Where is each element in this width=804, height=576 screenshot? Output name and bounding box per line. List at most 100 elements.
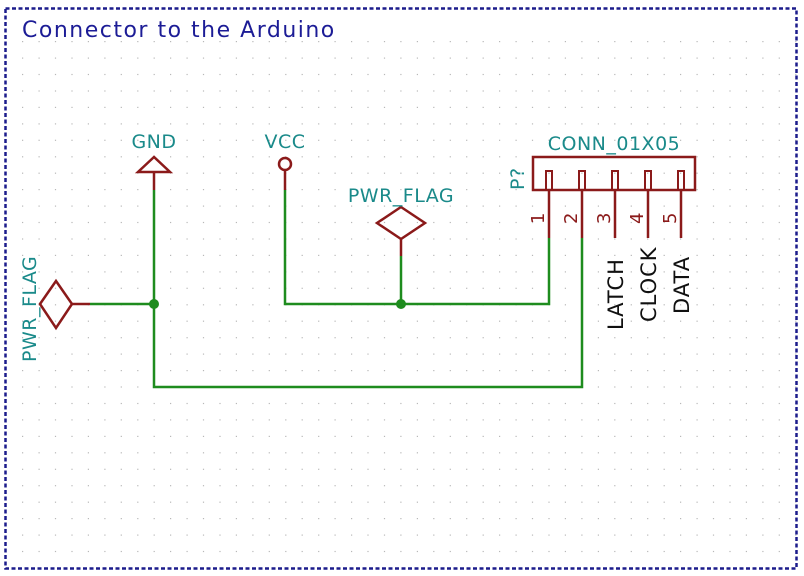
grid-dot bbox=[54, 353, 57, 355]
grid-dot bbox=[531, 419, 534, 421]
grid-dot bbox=[351, 320, 353, 322]
grid-dot bbox=[219, 468, 221, 470]
grid-dot bbox=[762, 550, 764, 553]
grid-dot bbox=[318, 518, 320, 520]
grid-dot bbox=[778, 172, 780, 174]
grid-dot bbox=[22, 419, 24, 421]
grid-dot bbox=[647, 518, 649, 520]
pwr-flag-left-symbol[interactable]: PWR_FLAG bbox=[19, 256, 90, 362]
grid-dot bbox=[71, 468, 73, 470]
grid-dot bbox=[433, 221, 435, 224]
grid-dot bbox=[745, 287, 747, 289]
grid-dot bbox=[170, 550, 172, 553]
grid-dot bbox=[186, 337, 188, 339]
grid-dot bbox=[663, 57, 665, 59]
grid-dot bbox=[71, 106, 73, 108]
grid-dot bbox=[235, 221, 237, 224]
grid-dot bbox=[318, 468, 320, 470]
grid-dot bbox=[235, 370, 237, 372]
grid-dot bbox=[318, 238, 320, 240]
grid-dot bbox=[120, 402, 122, 405]
grid-dot bbox=[482, 550, 484, 553]
grid-dot bbox=[367, 57, 369, 59]
grid-dot bbox=[268, 106, 270, 108]
grid-dot bbox=[630, 172, 632, 174]
pwr-flag-mid-symbol[interactable]: PWR_FLAG bbox=[348, 185, 454, 256]
grid-dot bbox=[597, 90, 599, 92]
grid-dot bbox=[252, 238, 254, 240]
connector-pin-1[interactable]: 1 bbox=[528, 170, 553, 238]
grid-dot bbox=[137, 139, 139, 141]
grid-dot bbox=[499, 534, 501, 536]
grid-dot bbox=[235, 238, 237, 240]
grid-dot bbox=[762, 189, 764, 191]
grid-dot bbox=[778, 238, 780, 240]
grid-dot bbox=[680, 73, 682, 76]
grid-dot bbox=[252, 320, 254, 322]
grid-dot bbox=[285, 139, 287, 141]
grid-dot bbox=[647, 41, 649, 43]
grid-dot bbox=[219, 271, 221, 273]
grid-dot bbox=[597, 550, 599, 553]
grid-dot bbox=[663, 386, 665, 388]
grid-dot bbox=[252, 106, 254, 108]
gnd-symbol[interactable]: GND bbox=[131, 131, 176, 190]
grid-dot bbox=[22, 156, 24, 158]
grid-dot bbox=[433, 90, 435, 92]
grid-dot bbox=[531, 106, 534, 108]
grid-dot bbox=[120, 550, 122, 553]
grid-dot bbox=[186, 304, 188, 306]
wires[interactable] bbox=[90, 190, 584, 389]
grid-dot bbox=[778, 57, 780, 59]
grid-dot bbox=[531, 370, 534, 372]
grid-dot bbox=[22, 452, 24, 454]
grid-dot bbox=[120, 189, 122, 191]
grid-dot bbox=[647, 73, 649, 76]
grid-dot bbox=[531, 139, 534, 141]
wire-gnd-to-pin2[interactable] bbox=[152, 190, 584, 389]
grid-dot bbox=[515, 402, 517, 405]
grid-dot bbox=[597, 468, 599, 470]
grid-dot bbox=[268, 320, 270, 322]
connector-pin-2[interactable]: 2 bbox=[561, 170, 586, 238]
grid-dot bbox=[712, 205, 715, 207]
grid-dot bbox=[762, 370, 764, 372]
grid-dot bbox=[564, 435, 566, 437]
grid-dot bbox=[71, 254, 73, 256]
grid-dot bbox=[71, 386, 73, 388]
grid-dot bbox=[712, 485, 715, 487]
grid-dot bbox=[482, 106, 484, 108]
grid-dot bbox=[416, 370, 418, 372]
grid-dot bbox=[449, 41, 451, 43]
grid-dot bbox=[482, 452, 484, 454]
grid-dot bbox=[482, 370, 484, 372]
grid-dot bbox=[252, 41, 254, 43]
grid-dot bbox=[137, 452, 139, 454]
grid-dot bbox=[137, 123, 139, 125]
grid-dot bbox=[38, 353, 40, 355]
grid-dot bbox=[449, 419, 451, 421]
grid-dot bbox=[531, 123, 534, 125]
grid-dot bbox=[268, 534, 270, 536]
grid-dot bbox=[400, 106, 402, 108]
grid-dot bbox=[729, 172, 731, 174]
grid-dot bbox=[104, 189, 106, 191]
grid-dot bbox=[367, 402, 369, 405]
grid-dot bbox=[745, 156, 747, 158]
grid-dot bbox=[416, 254, 418, 256]
grid-dot bbox=[416, 435, 418, 437]
grid-dot bbox=[778, 287, 780, 289]
grid-dot bbox=[268, 41, 270, 43]
grid-dot bbox=[548, 402, 550, 405]
vcc-symbol[interactable]: VCC bbox=[264, 131, 305, 190]
grid-dot bbox=[351, 41, 353, 43]
grid-dot bbox=[614, 139, 616, 141]
grid-dot bbox=[499, 353, 501, 355]
wire-vcc-to-pin1[interactable] bbox=[283, 190, 551, 306]
grid-dot bbox=[762, 435, 764, 437]
grid-dot bbox=[367, 221, 369, 224]
